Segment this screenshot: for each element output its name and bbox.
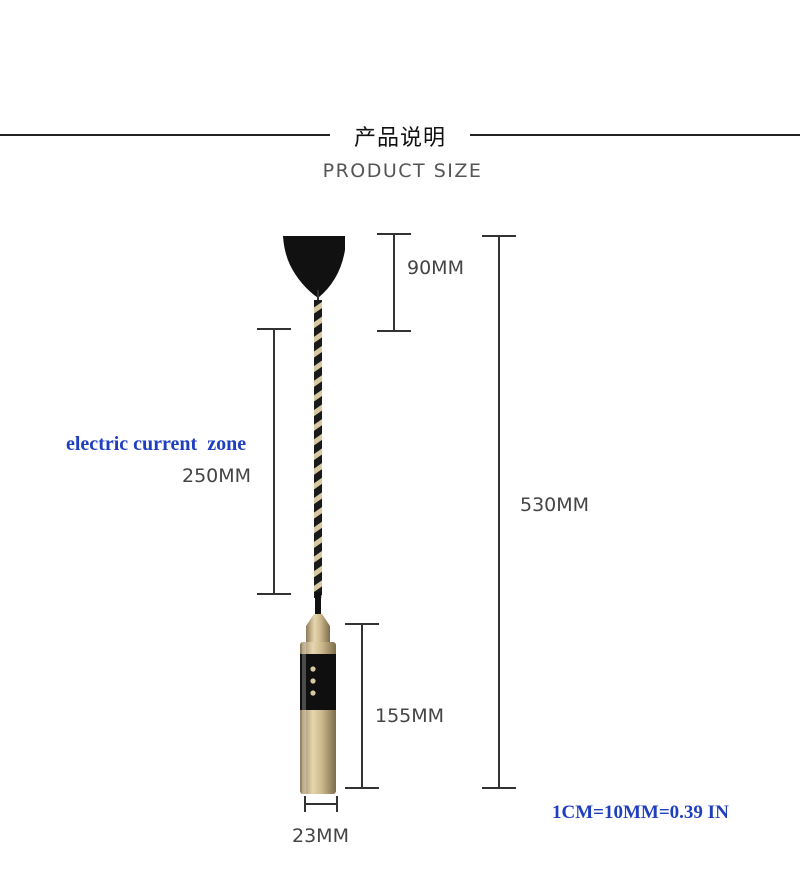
whip-handle: [300, 614, 336, 794]
label-handle-diameter: 23MM: [292, 825, 349, 847]
label-total-length: 530MM: [520, 494, 590, 516]
dim-zone: [257, 328, 291, 595]
section-title-cn: 产品说明: [353, 126, 446, 151]
dim-total: [482, 235, 516, 789]
unit-conversion-note: 1CM=10MM=0.39 IN: [552, 802, 729, 823]
dim-head: [377, 233, 411, 332]
section-title-en: PRODUCT SIZE: [322, 160, 483, 182]
label-zone-length: 250MM: [182, 465, 252, 487]
header-rule-right: [470, 134, 800, 136]
whip-head: [283, 236, 345, 310]
dim-handle: [345, 623, 379, 789]
label-head-height: 90MM: [407, 257, 464, 279]
whip-shaft: [314, 300, 322, 614]
header-rule-left: [0, 134, 330, 136]
label-handle-length: 155MM: [375, 705, 445, 727]
electric-zone-label: electric current zone: [66, 433, 247, 455]
dim-diameter: [304, 796, 338, 812]
